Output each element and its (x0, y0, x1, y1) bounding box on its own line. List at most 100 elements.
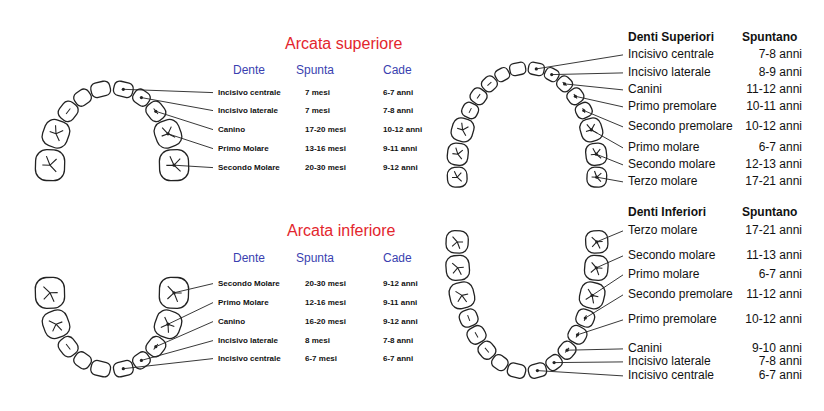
eruption-age: 6-7 anni (759, 268, 802, 282)
table-cell: Canino (218, 317, 245, 326)
eruption-age: 12-13 anni (745, 158, 802, 172)
tooth-outline (449, 116, 476, 144)
table-cell: 7-8 anni (383, 336, 413, 345)
molar-groove (585, 289, 599, 304)
molar-tooth (39, 307, 72, 341)
leader-dot (154, 110, 157, 113)
tooth (90, 359, 112, 378)
table-cell: 9-11 anni (383, 298, 417, 307)
eruption-age: 6-7 anni (759, 141, 802, 155)
tooth-outline (527, 61, 545, 76)
table-cell: 9-11 anni (383, 144, 417, 153)
molar-tooth (35, 277, 65, 309)
table-cell: 17-20 mesi (305, 125, 346, 134)
leader-dot (172, 291, 175, 294)
column-header: Cade (383, 252, 412, 266)
eruption-age: 10-12 anni (745, 120, 802, 134)
leader-dot (576, 333, 579, 336)
eruption-age: 9-10 anni (752, 342, 802, 356)
molar-groove (42, 156, 57, 172)
leader-dot (584, 316, 587, 319)
leader-line (536, 55, 623, 69)
leader-dot (595, 266, 598, 269)
leader-dot (536, 369, 539, 372)
eruption-age: 17-21 anni (745, 224, 802, 238)
eruption-age: 10-12 anni (745, 313, 802, 327)
leader-dot (590, 128, 593, 131)
tooth-outline (35, 149, 65, 181)
table-cell: Incisivo laterale (218, 106, 278, 115)
tooth-outline (527, 362, 548, 380)
column-header: Spunta (296, 252, 334, 266)
leader-lines (122, 55, 623, 376)
molar-groove (49, 317, 65, 334)
tooth-outline (585, 142, 608, 166)
table-cell: Primo Molare (218, 144, 269, 153)
tooth-outline (39, 117, 72, 151)
molar-tooth (39, 117, 72, 151)
molar-groove (590, 147, 601, 159)
table-cell: Incisivo laterale (218, 336, 278, 345)
table-cell: 20-30 mesi (305, 163, 346, 172)
table-cell: 7 mesi (305, 106, 330, 115)
tooth-outline (445, 255, 470, 281)
tooth-outline (447, 167, 468, 188)
table-cell: 8 mesi (305, 336, 330, 345)
leader-line (597, 177, 623, 182)
leader-line (592, 275, 623, 296)
leader-line (174, 165, 213, 167)
leader-line (567, 349, 623, 350)
molar-tooth (578, 116, 605, 144)
tooth-groove (475, 332, 478, 337)
molar-groove (592, 237, 603, 249)
tooth-name: Terzo molare (628, 175, 697, 189)
dental-arch (35, 277, 189, 378)
table-cell: 9-12 anni (383, 317, 418, 326)
leader-line (552, 73, 623, 75)
tooth (506, 362, 527, 380)
leader-line (596, 154, 623, 165)
molar-tooth (447, 167, 468, 188)
table-cell: 6-7 anni (383, 88, 413, 97)
tooth-name: Primo molare (628, 268, 699, 282)
tooth-name: Primo molare (628, 141, 699, 155)
tooth-outline (509, 61, 527, 76)
tooth-outline (574, 307, 597, 329)
tooth-outline (506, 362, 527, 380)
tooth-outline (447, 280, 476, 310)
leader-dot (535, 67, 538, 70)
table-cell: 13-16 mesi (305, 144, 346, 153)
molar-tooth (584, 255, 609, 281)
leader-line (565, 84, 623, 90)
tooth-name: Canini (628, 83, 662, 97)
leader-line (156, 111, 213, 129)
molar-tooth (445, 255, 470, 281)
molar-groove (160, 317, 176, 334)
tooth-outline (90, 80, 112, 99)
molar-groove (584, 122, 597, 136)
tooth-outline (446, 230, 469, 253)
table-cell: Secondo Molare (218, 163, 280, 172)
molar-tooth (35, 149, 65, 181)
leader-line (537, 371, 623, 376)
table-cell: 7-8 anni (383, 106, 413, 115)
eruption-age: 11-12 anni (746, 83, 802, 97)
tooth-groove (66, 109, 70, 114)
leader-dot (172, 164, 175, 167)
tooth-groove (565, 348, 569, 353)
tooth-name: Canini (628, 342, 662, 356)
leader-line (123, 89, 213, 92)
leader-line (585, 295, 623, 318)
molar-groove (591, 262, 603, 275)
tooth-name: Incisivo centrale (628, 48, 714, 62)
tooth-outline (578, 116, 605, 144)
table-cell: Secondo Molare (218, 279, 280, 288)
tooth (112, 359, 134, 378)
dental-arch (446, 61, 607, 187)
leader-dot (122, 88, 125, 91)
table-cell: 16-20 mesi (305, 317, 346, 326)
leader-dot (563, 82, 566, 85)
column-header: Spunta (296, 64, 334, 78)
molar-tooth (577, 280, 606, 310)
column-header: Spuntano (742, 31, 797, 45)
